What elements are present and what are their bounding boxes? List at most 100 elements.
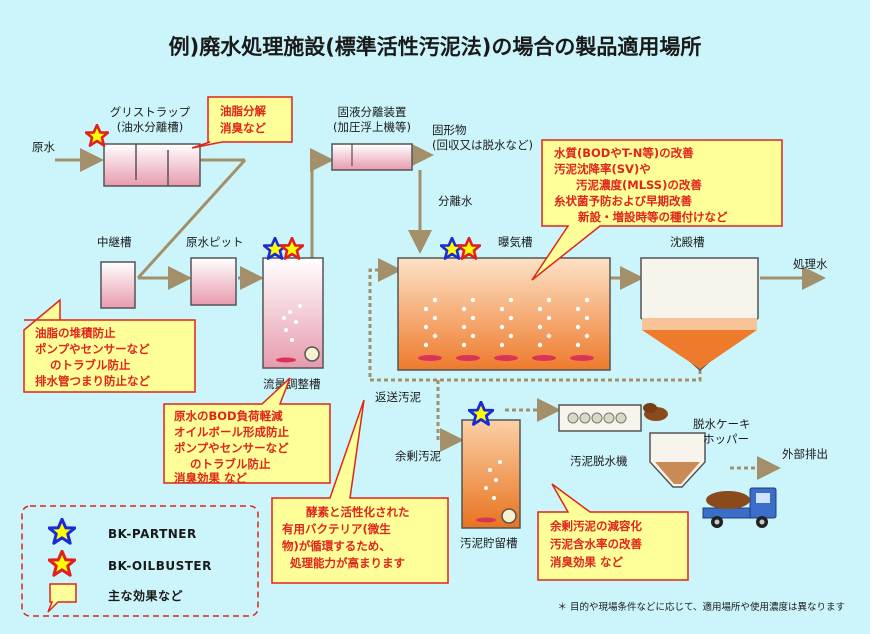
- oilbuster-star-icon: [280, 237, 304, 260]
- svg-text:有用バクテリア(微生: 有用バクテリア(微生: [282, 522, 391, 536]
- callout-grease: 油脂分解 消臭など: [191, 96, 293, 149]
- labels: グリストラップ (油水分離槽) 原水 固液分離装置 (加圧浮上機等) 固形物 (…: [32, 105, 828, 550]
- svg-text:新設・増設時等の種付けなど: 新設・増設時等の種付けなど: [578, 210, 728, 224]
- raw-water-pit: [190, 257, 237, 306]
- svg-text:原水のBOD負荷軽減: 原水のBOD負荷軽減: [174, 409, 283, 423]
- air-bubble: [584, 297, 590, 303]
- svg-text:のトラブル防止: のトラブル防止: [50, 358, 131, 372]
- return-sludge-label: 返送汚泥: [375, 390, 421, 404]
- footnote: ＊ 目的や現場条件などに応じて、適用場所や使用濃度は異なります: [557, 601, 845, 613]
- legend-effects-label: 主な効果など: [108, 588, 183, 603]
- svg-text:糸状菌予防および早期改善: 糸状菌予防および早期改善: [554, 194, 692, 208]
- svg-text:ポンプやセンサーなど: ポンプやセンサーなど: [174, 441, 289, 455]
- air-diffuser: [456, 355, 480, 361]
- grease-trap-tank: [103, 143, 201, 187]
- air-bubble: [584, 315, 590, 321]
- svg-text:ポンプやセンサーなど: ポンプやセンサーなど: [35, 342, 150, 356]
- svg-text:余剰汚泥の減容化: 余剰汚泥の減容化: [549, 519, 642, 533]
- relay-tank: [100, 261, 136, 309]
- aeration-tank-label: 曝気槽: [498, 235, 533, 249]
- air-bubble: [470, 297, 476, 303]
- air-bubble: [537, 342, 543, 348]
- hopper-sublabel: ホッパー: [703, 432, 749, 446]
- air-bubble: [423, 342, 429, 348]
- air-bubble: [508, 315, 514, 321]
- legend-oilbuster-label: BK-OILBUSTER: [108, 559, 212, 573]
- svg-text:処理能力が高まります: 処理能力が高まります: [289, 556, 405, 570]
- air-diffuser: [532, 355, 556, 361]
- svg-text:油脂の堆積防止: 油脂の堆積防止: [35, 326, 116, 340]
- svg-text:消臭効果 など: 消臭効果 など: [174, 471, 248, 485]
- solid-liquid-separator: [331, 143, 413, 171]
- svg-text:消臭効果 など: 消臭効果 など: [550, 555, 624, 569]
- legend: BK-PARTNER BK-OILBUSTER 主な効果など: [21, 505, 259, 617]
- air-bubble: [470, 333, 476, 339]
- flow-tank-label: 流量調整槽: [263, 377, 321, 391]
- callout-aeration: 水質(BODやT-N等)の改善 汚泥沈降率(SV)や 汚泥濃度(MLSS)の改善…: [531, 139, 783, 281]
- air-bubble: [470, 315, 476, 321]
- svg-text:水質(BODやT-N等)の改善: 水質(BODやT-N等)の改善: [554, 146, 694, 160]
- grease-trap-sublabel: (油水分離槽): [117, 120, 183, 134]
- air-bubble: [546, 315, 552, 321]
- air-bubble: [537, 306, 543, 312]
- callout-enzyme: 酵素と活性化された 有用バクテリア(微生 物)が循環するため、 処理能力が高まり…: [271, 399, 449, 584]
- svg-text:物)が循環するため、: 物)が循環するため、: [282, 539, 391, 553]
- air-bubble: [461, 342, 467, 348]
- sludge-dewatering-machine: [558, 403, 668, 432]
- oilbuster-star-icon: [457, 237, 481, 260]
- grease-trap-label: グリストラップ: [110, 105, 191, 119]
- aeration-tank: [397, 257, 611, 371]
- legend-partner-label: BK-PARTNER: [108, 527, 197, 541]
- air-bubble: [508, 333, 514, 339]
- air-bubble: [584, 333, 590, 339]
- sludge-storage-label: 汚泥貯留槽: [460, 536, 518, 550]
- svg-text:排水管つまり防止など: 排水管つまり防止など: [35, 374, 150, 388]
- air-bubble: [546, 297, 552, 303]
- air-diffuser: [494, 355, 518, 361]
- flow-regulation-tank: [262, 257, 324, 369]
- air-bubble: [461, 324, 467, 330]
- separator-label: 固液分離装置: [338, 105, 407, 119]
- callout-relay: 油脂の堆積防止 ポンプやセンサーなど のトラブル防止 排水管つまり防止など: [23, 298, 196, 393]
- air-bubble: [537, 324, 543, 330]
- hopper-label: 脱水ケーキ: [693, 417, 751, 431]
- truck-icon: [702, 487, 777, 528]
- svg-text:オイルボール形成防止: オイルボール形成防止: [174, 425, 289, 439]
- raw-water-label: 原水: [32, 140, 55, 154]
- svg-text:のトラブル防止: のトラブル防止: [190, 457, 271, 471]
- sludge-storage-tank: [461, 419, 521, 529]
- air-bubble: [432, 333, 438, 339]
- external-discharge-label: 外部排出: [782, 447, 828, 461]
- air-bubble: [499, 306, 505, 312]
- air-diffuser: [418, 355, 442, 361]
- oilbuster-star-icon: [85, 124, 109, 147]
- svg-text:汚泥濃度(MLSS)の改善: 汚泥濃度(MLSS)の改善: [576, 178, 702, 192]
- page-title: 例)廃水処理施設(標準活性汚泥法)の場合の製品適用場所: [169, 35, 702, 59]
- callout-excess: 余剰汚泥の減容化 汚泥含水率の改善 消臭効果 など: [537, 483, 689, 581]
- callout-flow: 原水のBOD負荷軽減 オイルボール形成防止 ポンプやセンサーなど のトラブル防止…: [163, 377, 331, 485]
- separated-water-label: 分離水: [438, 194, 473, 208]
- raw-pit-label: 原水ピット: [186, 235, 244, 249]
- svg-text:汚泥含水率の改善: 汚泥含水率の改善: [550, 537, 642, 551]
- air-bubble: [575, 306, 581, 312]
- air-bubble: [499, 342, 505, 348]
- settling-tank: [640, 257, 759, 372]
- air-diffuser: [570, 355, 594, 361]
- air-bubble: [499, 324, 505, 330]
- return-sludge-pipes: [368, 258, 781, 480]
- svg-text:酵素と活性化された: 酵素と活性化された: [306, 505, 410, 519]
- air-bubble: [432, 315, 438, 321]
- separator-sublabel: (加圧浮上機等): [333, 120, 411, 134]
- dewater-cake-hopper: [649, 432, 706, 488]
- svg-text:汚泥沈降率(SV)や: 汚泥沈降率(SV)や: [554, 162, 651, 176]
- air-bubble: [508, 297, 514, 303]
- air-bubble: [423, 306, 429, 312]
- air-bubble: [461, 306, 467, 312]
- dewaterer-label: 汚泥脱水機: [570, 454, 628, 468]
- air-bubble: [575, 342, 581, 348]
- relay-tank-label: 中継槽: [97, 235, 132, 249]
- solids-label: 固形物: [432, 123, 467, 137]
- air-bubble: [432, 297, 438, 303]
- legend-callout-icon: [47, 583, 77, 613]
